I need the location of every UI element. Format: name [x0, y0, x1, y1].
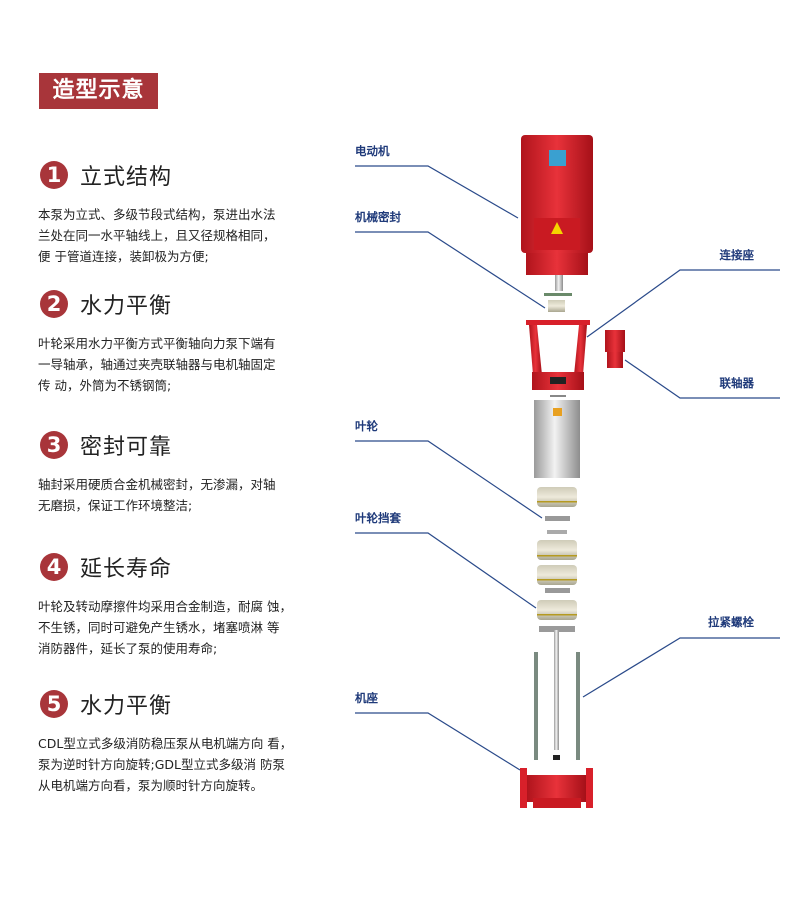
motor: [521, 135, 593, 291]
feature-heading: 延长寿命: [80, 557, 173, 582]
feature-4: 4 延长寿命 叶轮及转动摩擦件均采用合金制造，耐腐 蚀， 不生锈，同时可避免产生锈水…: [38, 552, 328, 659]
label-base: 机座: [355, 691, 378, 705]
number-badge: 2: [40, 290, 68, 318]
body-line: 泵为逆时针方向旋转;GDL型立式多级消 防泵: [38, 757, 285, 772]
number-badge: 3: [40, 431, 68, 459]
label-impeller: 叶轮: [355, 419, 378, 433]
pump-base: [520, 768, 593, 808]
feature-2: 2 水力平衡 叶轮采用水力平衡方式平衡轴向力泵下端有一导轴承，轴通过夹壳联轴器与电…: [38, 289, 328, 396]
body-line: 从电机端方向看，泵为顺时针方向旋转。: [38, 778, 264, 793]
label-mechanical-seal: 机械密封: [355, 210, 401, 224]
feature-heading: 水力平衡: [80, 294, 173, 319]
body-line: 叶轮及转动摩擦件均采用合金制造，耐腐 蚀，: [38, 599, 292, 614]
body-line: 传 动，外筒为不锈钢筒;: [38, 378, 172, 393]
label-coupling: 联轴器: [719, 376, 755, 390]
feature-heading: 密封可靠: [80, 435, 173, 460]
pump-stages: [537, 487, 577, 632]
tie-bolt: [534, 652, 538, 760]
body-line: 本泵为立式、多级节段式结构，泵进出水法: [38, 207, 276, 222]
body-line: 兰处在同一水平轴线上，且又径规格相同，: [38, 228, 276, 243]
feature-heading: 水力平衡: [80, 694, 173, 719]
leader-lines: [355, 165, 780, 771]
coupling: [605, 330, 625, 368]
body-line: 不生锈，同时可避免产生锈水，堵塞喷淋 等: [38, 620, 280, 635]
bracket: [526, 320, 590, 390]
body-line: 无磨损，保证工作环境整洁;: [38, 498, 193, 513]
shaft: [554, 630, 559, 750]
number-badge: 4: [40, 553, 68, 581]
tie-bolt: [576, 652, 580, 760]
number-badge: 1: [40, 161, 68, 189]
number-badge: 5: [40, 690, 68, 718]
feature-5: 5 水力平衡 CDL型立式多级消防稳压泵从电机端方向 看， 泵为逆时针方向旋转;GD…: [38, 689, 328, 796]
warning-icon: [551, 222, 563, 234]
body-line: 消防器件，延长了泵的使用寿命;: [38, 641, 218, 656]
section-title: 造型示意: [39, 73, 158, 109]
label-motor: 电动机: [355, 144, 390, 158]
mechanical-seal: [548, 300, 565, 312]
feature-1: 1 立式结构 本泵为立式、多级节段式结构，泵进出水法兰处在同一水平轴线上，且又径规…: [38, 160, 328, 267]
label-tie-bolt: 拉紧螺栓: [708, 615, 754, 629]
body-line: 一导轴承，轴通过夹壳联轴器与电机轴固定: [38, 357, 276, 372]
label-impeller-sleeve: 叶轮挡套: [355, 511, 401, 525]
body-line: 轴封采用硬质合金机械密封，无渗漏，对轴: [38, 477, 276, 492]
feature-heading: 立式结构: [80, 165, 173, 190]
body-line: 叶轮采用水力平衡方式平衡轴向力泵下端有: [38, 336, 276, 351]
label-bracket: 连接座: [719, 248, 755, 262]
body-line: 便 于管道连接，装卸极为方便;: [38, 249, 209, 264]
seal-ring: [544, 293, 572, 296]
feature-3: 3 密封可靠 轴封采用硬质合金机械密封，无渗漏，对轴无磨损，保证工作环境整洁;: [38, 430, 328, 516]
body-line: CDL型立式多级消防稳压泵从电机端方向 看，: [38, 736, 293, 751]
